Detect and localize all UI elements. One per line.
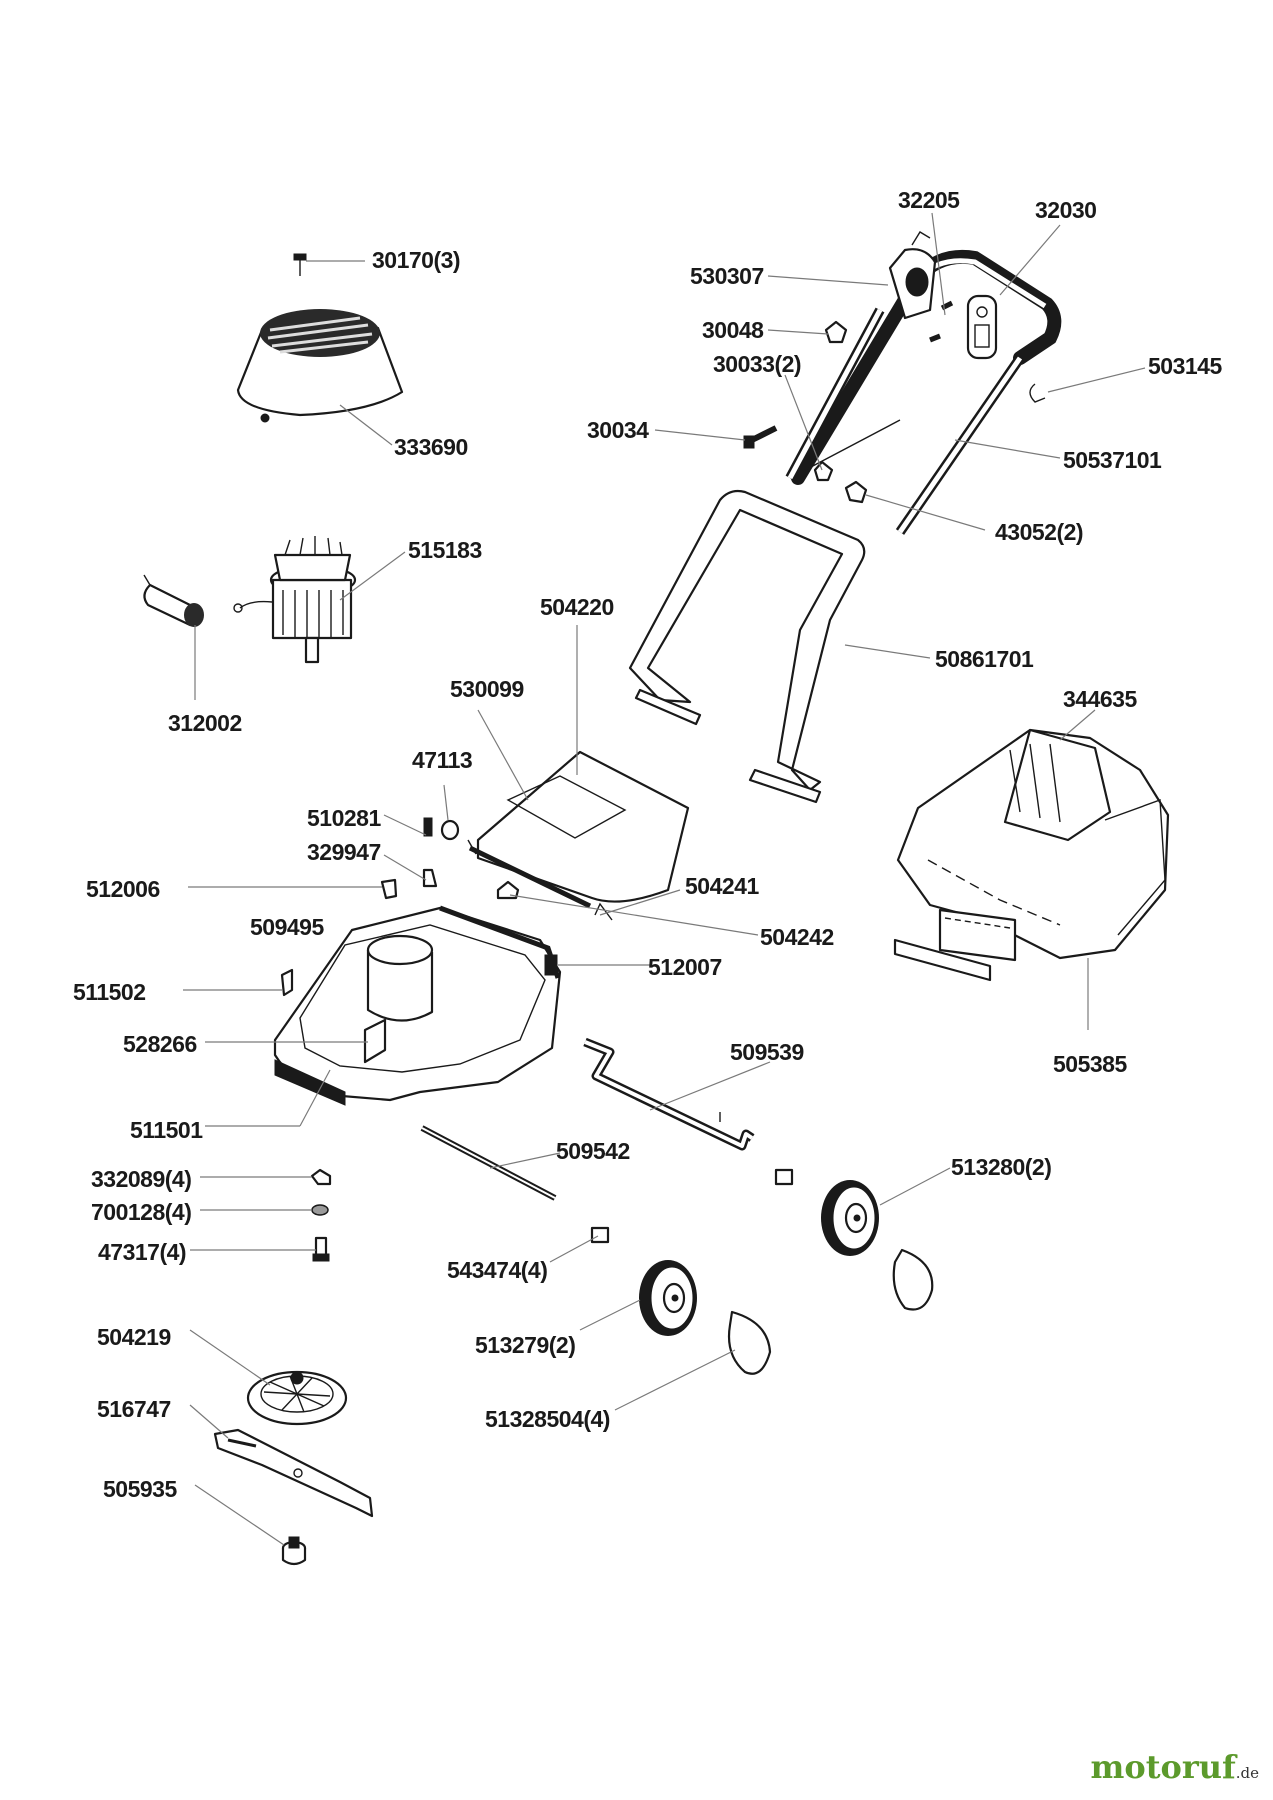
label-511502: 511502 <box>73 979 145 1005</box>
label-333690: 333690 <box>394 434 468 460</box>
label-512006: 512006 <box>86 876 160 902</box>
front-axle-drawing <box>420 1125 557 1201</box>
watermark-brand: motoruf <box>1090 1748 1236 1786</box>
blade-bolt-drawing <box>281 1536 307 1566</box>
lower-handle-drawing <box>628 489 866 804</box>
front-wheel-drawing <box>590 1226 772 1375</box>
screw-30170-drawing <box>293 253 307 276</box>
blade-adaptor-drawing <box>246 1370 348 1426</box>
label-512007: 512007 <box>648 954 722 980</box>
site-watermark: motoruf.de <box>1091 1748 1259 1786</box>
label-504220: 504220 <box>540 594 614 620</box>
label-511501: 511501 <box>130 1117 203 1143</box>
label-30034: 30034 <box>587 417 649 443</box>
label-543474: 543474(4) <box>447 1257 547 1283</box>
label-32205: 32205 <box>898 187 960 213</box>
leader-lines <box>183 212 1146 1546</box>
switch-box-drawing <box>888 231 937 320</box>
label-50861701: 50861701 <box>935 646 1034 672</box>
label-513280: 513280(2) <box>951 1154 1051 1180</box>
cutting-blade-drawing <box>213 1428 374 1518</box>
label-513279: 513279(2) <box>475 1332 575 1358</box>
label-516747: 516747 <box>97 1396 171 1422</box>
label-329947: 329947 <box>307 839 381 865</box>
label-515183: 515183 <box>408 537 482 563</box>
label-504219: 504219 <box>97 1324 171 1350</box>
label-509542: 509542 <box>556 1138 630 1164</box>
rear-axle-drawing <box>583 1037 755 1151</box>
label-51328504: 51328504(4) <box>485 1406 610 1432</box>
label-509539: 509539 <box>730 1039 804 1065</box>
label-312002: 312002 <box>168 710 242 736</box>
handle-fasteners-drawing <box>743 300 1046 504</box>
label-505385: 505385 <box>1053 1051 1127 1077</box>
label-47113: 47113 <box>412 747 472 773</box>
label-50537101: 50537101 <box>1063 447 1162 473</box>
watermark-suffix: .de <box>1235 1764 1259 1782</box>
part-number-labels: 30170(3) 333690 515183 312002 32205 3203… <box>73 187 1223 1502</box>
label-505935: 505935 <box>103 1476 177 1502</box>
rear-wheel-drawing <box>774 1168 934 1311</box>
grassbox-lid-drawing <box>467 750 690 909</box>
label-344635: 344635 <box>1063 686 1137 712</box>
label-700128: 700128(4) <box>91 1199 191 1225</box>
label-332089: 332089(4) <box>91 1166 191 1192</box>
electric-motor-drawing <box>233 536 357 664</box>
label-503145: 503145 <box>1148 353 1222 379</box>
label-504242: 504242 <box>760 924 834 950</box>
label-530307: 530307 <box>690 263 764 289</box>
motor-cover-drawing <box>236 309 404 423</box>
label-509495: 509495 <box>250 914 324 940</box>
label-47317: 47317(4) <box>98 1239 186 1265</box>
label-528266: 528266 <box>123 1031 197 1057</box>
capacitor-drawing <box>143 574 204 627</box>
small-clips-drawing <box>280 817 613 997</box>
label-30033: 30033(2) <box>713 351 801 377</box>
mower-deck-drawing <box>273 905 562 1106</box>
label-32030: 32030 <box>1035 197 1096 223</box>
label-530099: 530099 <box>450 676 524 702</box>
label-30048: 30048 <box>702 317 764 343</box>
label-43052: 43052(2) <box>995 519 1083 545</box>
label-504241: 504241 <box>685 873 759 899</box>
label-510281: 510281 <box>307 805 381 831</box>
grass-box-drawing <box>893 728 1170 982</box>
label-30170: 30170(3) <box>372 247 460 273</box>
deck-fasteners-drawing <box>310 1168 332 1262</box>
